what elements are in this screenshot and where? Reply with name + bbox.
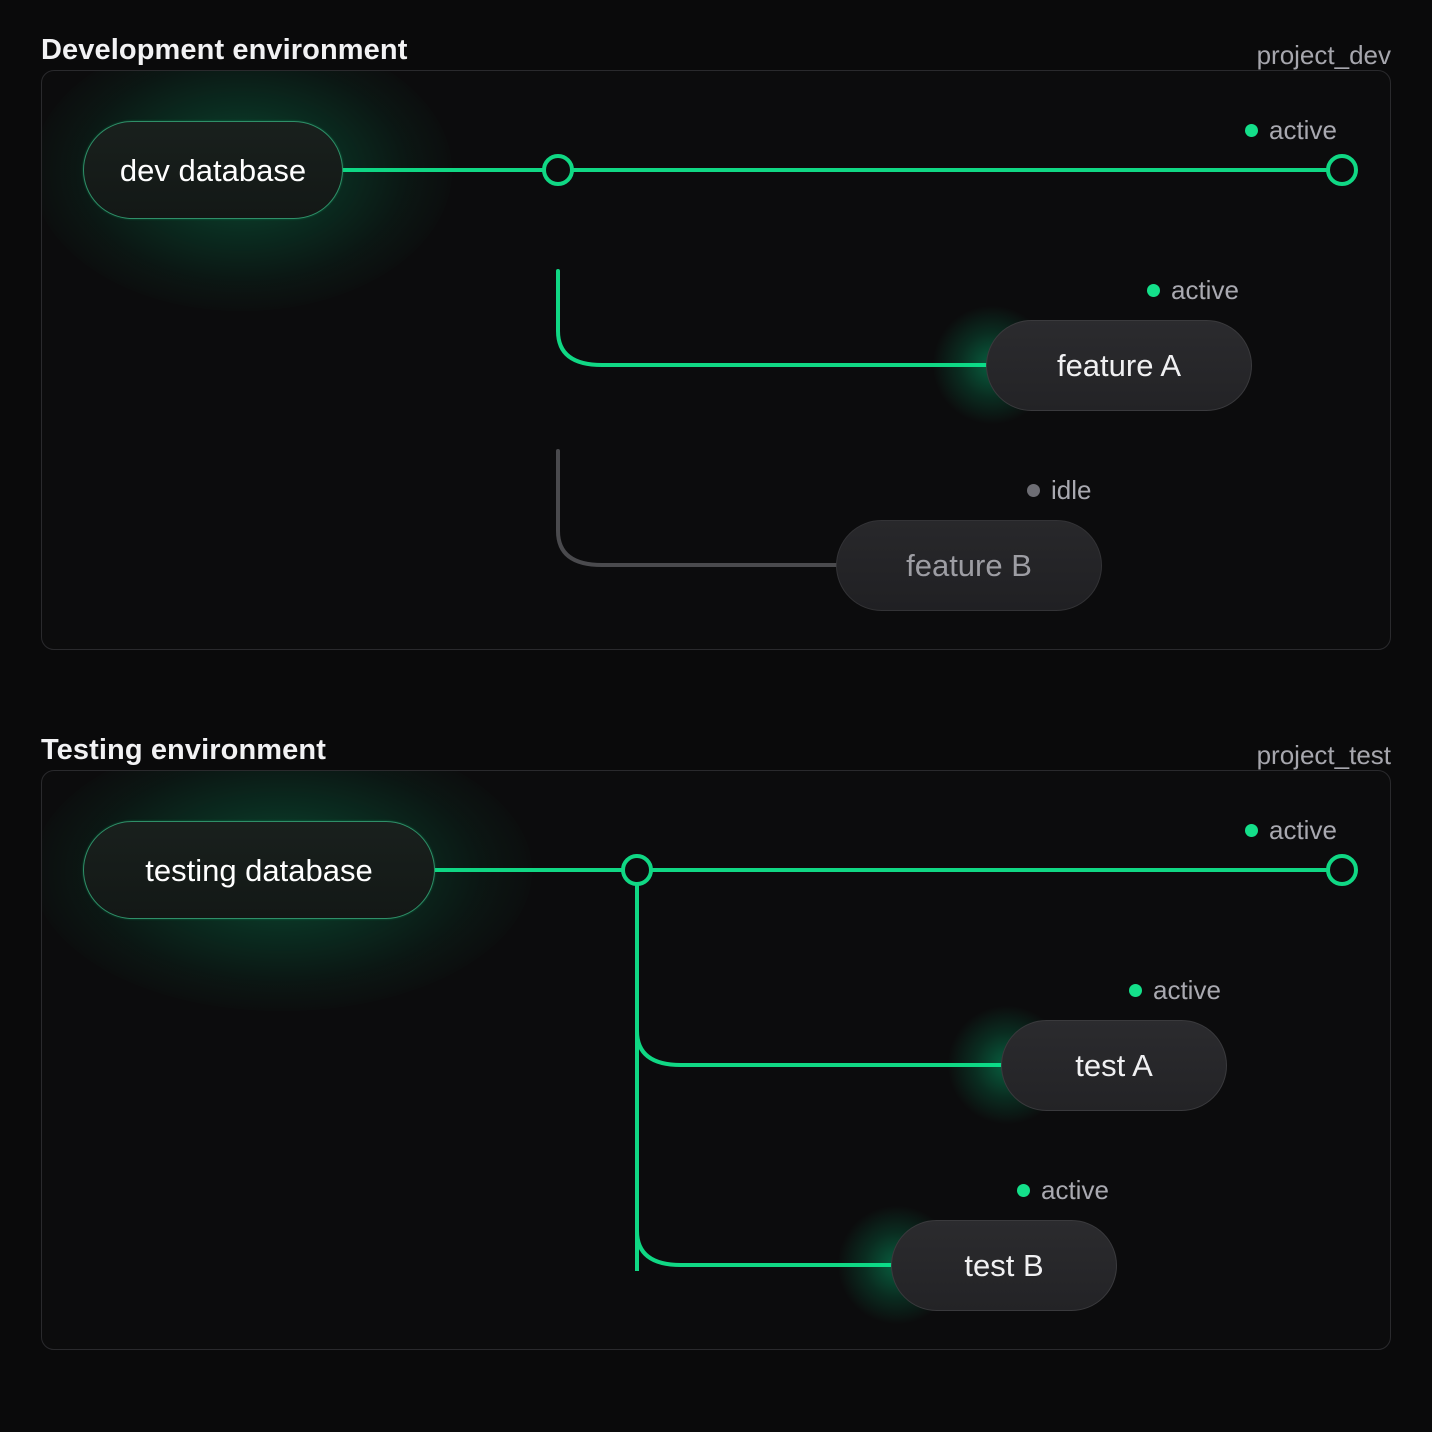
terminal-node-test[interactable] [1326,854,1358,886]
status-badge-feature-b: idle [1027,475,1091,506]
status-badge-trunk-dev: active [1245,115,1337,146]
node-testing-database[interactable]: testing database [83,821,435,919]
status-label: active [1269,115,1337,145]
node-label-feature-a: feature A [1056,348,1182,383]
connection-graph-dev [343,154,1358,571]
node-label-dev-database: dev database [119,152,307,188]
node-test-a[interactable]: test A [1001,1020,1227,1111]
status-badge-test-b: active [1017,1175,1109,1206]
status-dot-icon [1129,984,1142,997]
page-title-dev: Development environment [41,34,408,66]
node-label-feature-b: feature B [906,548,1032,583]
status-label: active [1153,975,1221,1005]
status-badge-test-a: active [1129,975,1221,1006]
node-label-testing-database: testing database [145,852,373,888]
environment-panel-dev: dev database active active feature A idl… [41,70,1391,650]
connection-graph-test [435,854,1358,1271]
status-label: active [1269,815,1337,845]
terminal-node-dev[interactable] [1326,154,1358,186]
status-dot-icon [1027,484,1040,497]
status-badge-feature-a: active [1147,275,1239,306]
edge-to-feature-a [556,269,994,367]
page-title-test: Testing environment [41,734,326,766]
status-label: active [1171,275,1239,305]
environment-header-dev: Development environment project_dev [41,0,1391,70]
junction-node-dev[interactable] [542,154,574,186]
edge-to-test-b [635,1149,899,1267]
project-label-dev: project_dev [1256,40,1391,70]
status-dot-icon [1245,124,1258,137]
node-test-b[interactable]: test B [891,1220,1117,1311]
environment-section-test: Testing environment project_test testing… [0,700,1432,1350]
status-dot-icon [1147,284,1160,297]
status-label: active [1041,1175,1109,1205]
environment-panel-test: testing database active active test A ac… [41,770,1391,1350]
node-label-test-a: test A [1075,1048,1153,1083]
node-dev-database[interactable]: dev database [83,121,343,219]
environment-header-test: Testing environment project_test [41,700,1391,770]
junction-node-test[interactable] [621,854,653,886]
project-label-test: project_test [1256,740,1391,770]
status-label: idle [1051,475,1092,505]
node-feature-a[interactable]: feature A [986,320,1252,411]
status-dot-icon [1245,824,1258,837]
node-label-test-b: test B [964,1248,1044,1283]
environment-section-dev: Development environment project_dev [0,0,1432,650]
status-badge-trunk-test: active [1245,815,1337,846]
status-dot-icon [1017,1184,1030,1197]
edge-to-test-a [635,969,1009,1067]
node-feature-b[interactable]: feature B [836,520,1102,611]
edge-to-feature-b [556,449,844,567]
